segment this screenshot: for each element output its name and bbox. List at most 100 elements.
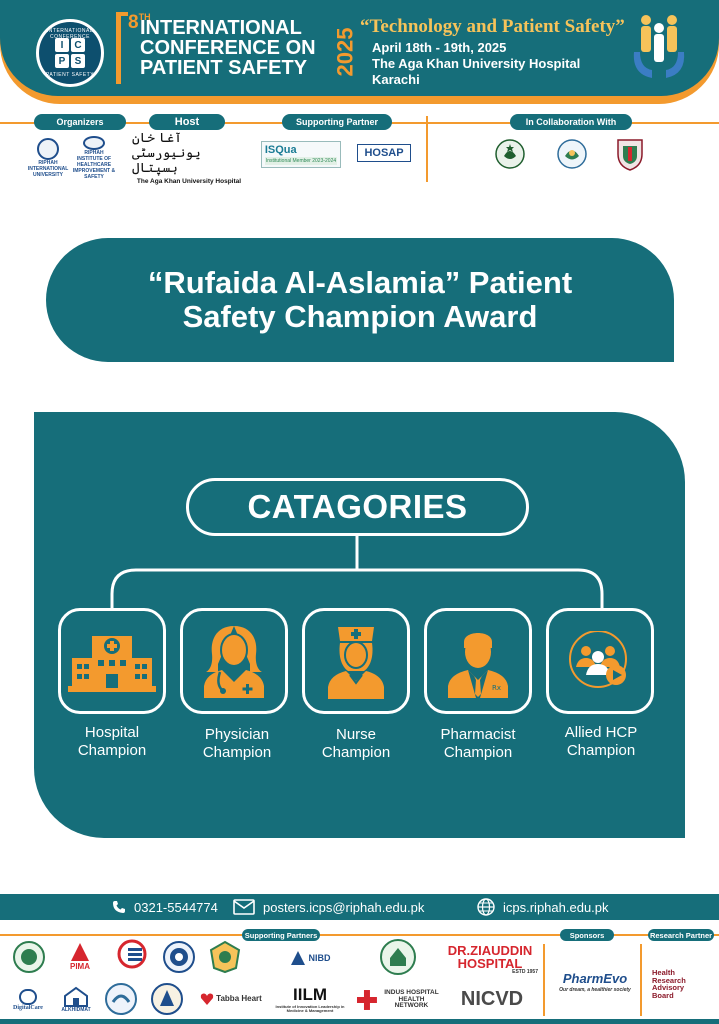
hrab-logo: Health Research Advisory Board xyxy=(652,964,712,1004)
category-label-line: Champion xyxy=(321,744,391,761)
contact-phone[interactable]: 0321-5544774 xyxy=(112,898,218,916)
nicvd-name: NICVD xyxy=(460,988,524,1010)
host-name: The Aga Khan University Hospital xyxy=(136,178,242,185)
liaquat-hospital-icon xyxy=(117,939,147,969)
digitalcare-emblem-icon xyxy=(19,989,37,1005)
hospital-icon xyxy=(68,636,156,692)
riphah-seal-icon xyxy=(37,138,59,160)
hosap-badge: HOSAP xyxy=(357,144,411,162)
research-partner-label: Research Partner xyxy=(648,929,714,941)
partner-crest-icon xyxy=(209,940,241,974)
tabba-heart-logo: Tabba Heart xyxy=(196,986,266,1012)
organizer-name: RIPHAH INTERNATIONAL UNIVERSITY xyxy=(27,160,69,178)
indus-cross-icon xyxy=(356,990,377,1010)
rmu-seal-icon xyxy=(380,939,416,975)
ziauddin-estd: ESTD 1957 xyxy=(512,968,538,975)
pima-logo: PIMA xyxy=(60,938,100,974)
award-title-line: “Rufaida Al-Aslamia” Patient xyxy=(147,265,573,300)
logo-ring-top: INTERNATIONAL CONFERENCE xyxy=(46,28,94,40)
award-title: “Rufaida Al-Aslamia” Patient Safety Cham… xyxy=(46,266,674,334)
category-allied-hcp xyxy=(546,608,654,714)
category-nurse xyxy=(302,608,410,714)
category-label-physician: Physician Champion xyxy=(172,726,302,762)
contact-email[interactable]: posters.icps@riphah.edu.pk xyxy=(233,898,424,916)
title-line: INTERNATIONAL xyxy=(140,17,302,39)
category-label-line: Nurse xyxy=(335,726,376,743)
digitalcare-logo: DigitalCare xyxy=(8,984,48,1016)
contact-website[interactable]: icps.riphah.edu.pk xyxy=(477,898,609,916)
supporting-partner-label: Supporting Partner xyxy=(282,114,392,130)
sindh-government-seal-icon xyxy=(557,139,587,169)
organizer-name: RIPHAH INSTITUTE OF HEALTHCARE IMPROVEME… xyxy=(72,150,116,180)
nibd-emblem-icon xyxy=(290,951,305,965)
hrab-line: Research xyxy=(652,975,686,985)
svg-text:Rx: Rx xyxy=(492,684,501,692)
hosap-logo: HOSAP xyxy=(353,139,415,167)
sponsors-label: Sponsors xyxy=(560,929,614,941)
category-label-line: Champion xyxy=(566,742,636,759)
logo-letter: I xyxy=(55,38,69,52)
iilm-subtitle: Institute of Innovation Leadership in Me… xyxy=(275,1003,345,1013)
riphah-seal-icon xyxy=(83,136,105,150)
nibd-logo: NIBD xyxy=(262,946,358,970)
category-label-nurse: Nurse Champion xyxy=(291,726,421,762)
strip-divider xyxy=(426,116,428,182)
email-address: posters.icps@riphah.edu.pk xyxy=(263,899,425,915)
partner-seal-icon xyxy=(105,983,137,1015)
award-banner: “Rufaida Al-Aslamia” Patient Safety Cham… xyxy=(46,238,674,362)
title-line: PATIENT SAFETY xyxy=(140,57,308,79)
nicvd-logo: NICVD xyxy=(446,984,538,1014)
heart-icon xyxy=(200,993,214,1005)
categories-panel xyxy=(34,412,685,838)
category-label-line: Champion xyxy=(202,744,272,761)
alkhidmat-emblem-icon xyxy=(64,986,88,1007)
event-venue: The Aga Khan University Hospital xyxy=(372,56,581,71)
hrab-line: Health xyxy=(652,968,675,977)
hosap-name: HOSAP xyxy=(364,147,404,159)
government-seal-icon xyxy=(495,139,525,169)
category-label-line: Hospital xyxy=(84,724,140,741)
category-label-line: Pharmacist xyxy=(440,726,516,743)
globe-icon xyxy=(477,898,495,916)
category-label-hospital: Hospital Champion xyxy=(47,724,177,760)
category-label-line: Physician xyxy=(204,726,270,743)
host-label: Host xyxy=(149,114,225,130)
akuh-logo: آغا خان یونیورسٹی ہسپتال The Aga Khan Un… xyxy=(132,131,246,185)
sponsors-divider xyxy=(543,944,545,1016)
categories-heading: CATAGORIES xyxy=(247,488,468,525)
phone-icon xyxy=(113,901,125,913)
research-divider xyxy=(640,944,642,1016)
pharmacist-icon: Rx xyxy=(448,633,508,698)
iilm-name: IILM xyxy=(293,984,327,1004)
logo-ring-bottom: PATIENT SAFETY xyxy=(45,72,95,78)
title-bracket xyxy=(116,12,121,84)
patient-safety-people-icon xyxy=(633,15,685,78)
pharmevo-name: PharmEvo xyxy=(562,970,628,986)
college-crest-icon xyxy=(617,139,643,171)
category-physician xyxy=(180,608,288,714)
partner-seal-icon xyxy=(13,941,45,973)
category-pharmacist: Rx xyxy=(424,608,532,714)
nibd-name: NIBD xyxy=(308,952,331,963)
ziauddin-line1: DR.ZIAUDDIN xyxy=(447,942,533,958)
riphah-university-logo: RIPHAH INTERNATIONAL UNIVERSITY xyxy=(28,136,68,180)
sponsors-strip-line xyxy=(0,934,719,936)
event-info: April 18th - 19th, 2025 The Aga Khan Uni… xyxy=(372,40,580,88)
pima-name: PIMA xyxy=(70,962,90,971)
host-arabic-name: آغا خان یونیورسٹی ہسپتال xyxy=(132,131,201,176)
partner-seal-icon xyxy=(151,983,183,1015)
event-dates: April 18th - 19th, 2025 xyxy=(372,40,507,55)
ziauddin-line2: HOSPITAL xyxy=(457,955,523,971)
riphah-institute-logo: RIPHAH INSTITUTE OF HEALTHCARE IMPROVEME… xyxy=(72,136,116,180)
edition-number: 8TH xyxy=(128,12,151,33)
tabba-heart-name: Tabba Heart xyxy=(216,994,262,1003)
nurse-icon xyxy=(328,627,384,699)
isqua-logo: ISQua Institutional Member 2023-2024 xyxy=(258,140,344,168)
logo-letter: C xyxy=(71,38,85,52)
hrab-line: Board xyxy=(652,990,674,1000)
email-icon xyxy=(233,899,255,915)
icps-logo: INTERNATIONAL CONFERENCE I C P S PATIENT… xyxy=(36,19,104,87)
hrab-line: Advisory xyxy=(652,983,685,992)
pima-emblem-icon xyxy=(71,943,89,961)
title-line: CONFERENCE ON xyxy=(140,37,316,59)
